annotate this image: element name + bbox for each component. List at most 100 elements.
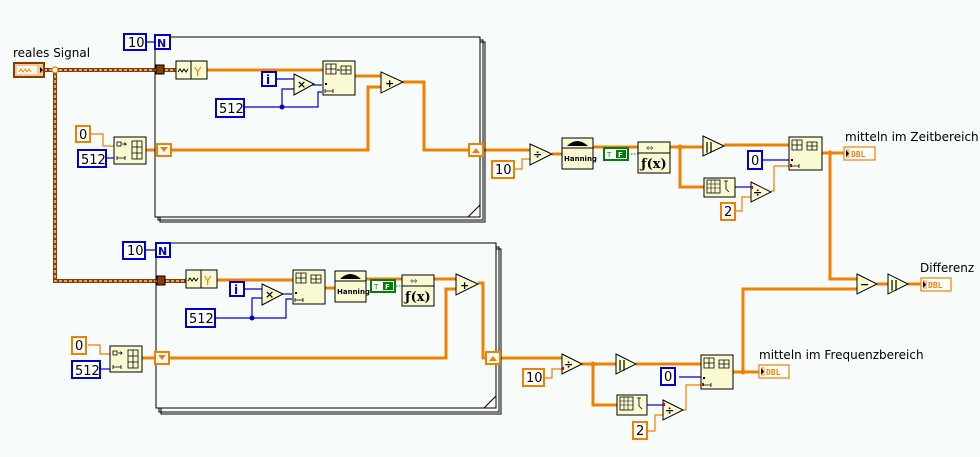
- loop1-multiply-node[interactable]: ×: [293, 73, 316, 96]
- waveform-icon: [187, 277, 199, 282]
- svg-text:512: 512: [81, 153, 106, 168]
- svg-text:F: F: [385, 283, 390, 291]
- svg-text:0: 0: [751, 154, 759, 169]
- out-time-indicator[interactable]: DBL: [843, 146, 876, 161]
- svg-text:DBL: DBL: [928, 281, 943, 290]
- loop1-auto-index-tunnel: [155, 64, 165, 75]
- loop2-initialize-array-node[interactable]: [109, 345, 143, 373]
- post1-false-constant[interactable]: F T: [603, 147, 629, 161]
- post2-array-size-node[interactable]: [616, 394, 648, 416]
- svg-text:10: 10: [526, 371, 543, 386]
- difference-abs-node[interactable]: ||: [887, 273, 910, 295]
- waveform-icon: [18, 68, 32, 73]
- svg-text:⇔: ⇔: [646, 144, 654, 154]
- post1-array-subset-node[interactable]: [788, 136, 823, 171]
- post1-fft-node[interactable]: ⇔ ƒ(x): [637, 141, 671, 174]
- post1-half-divide-node[interactable]: ÷: [750, 181, 773, 203]
- svg-text:ƒ(x): ƒ(x): [639, 157, 667, 172]
- svg-text:DBL: DBL: [766, 368, 781, 377]
- out-freq-indicator[interactable]: DBL: [758, 364, 790, 379]
- loop2-shift-register-right[interactable]: [485, 351, 501, 365]
- loop1-count-terminal: N: [154, 34, 171, 50]
- loop2-get-waveform-components[interactable]: Y: [185, 269, 218, 289]
- loop2-add-node[interactable]: +: [455, 273, 480, 296]
- svg-text:T: T: [373, 283, 379, 291]
- svg-text:+: +: [385, 77, 394, 90]
- post1-subset-index-constant[interactable]: 0: [747, 150, 763, 170]
- loop1-init-size-constant[interactable]: 512: [77, 149, 107, 168]
- difference-subtract-node[interactable]: −: [856, 273, 879, 295]
- svg-text:512: 512: [189, 312, 214, 327]
- post2-array-subset-node[interactable]: [700, 354, 734, 390]
- loop1-array-subset-node[interactable]: [322, 60, 356, 96]
- svg-text:i: i: [266, 73, 270, 87]
- loop1-init-value-constant[interactable]: 0: [75, 125, 91, 143]
- svg-text:N: N: [157, 37, 166, 50]
- post1-array-size-node[interactable]: [703, 177, 736, 198]
- post1-hanning-window-node[interactable]: Hanning: [561, 137, 597, 170]
- loop1-iteration-terminal: i: [261, 71, 277, 87]
- out-diff-label: Differenz: [920, 261, 974, 275]
- post2-subset-index-constant[interactable]: 0: [660, 367, 676, 386]
- post2-wires[interactable]: [500, 282, 921, 432]
- post2-half-divide-node[interactable]: ÷: [662, 399, 685, 421]
- loop1-get-waveform-components[interactable]: Y: [175, 60, 208, 80]
- svg-text:512: 512: [75, 364, 100, 379]
- post1-wires[interactable]: [484, 143, 857, 281]
- svg-text:Y: Y: [203, 274, 212, 288]
- svg-text:÷: ÷: [564, 358, 573, 371]
- input-signal-label: reales Signal: [13, 46, 90, 60]
- loop2-multiplier-constant[interactable]: 512: [185, 308, 216, 328]
- svg-text:DBL: DBL: [851, 150, 866, 159]
- loop1-add-node[interactable]: +: [380, 71, 405, 94]
- svg-text:i: i: [234, 283, 238, 297]
- loop2-count-constant[interactable]: 10: [122, 241, 146, 260]
- svg-text:N: N: [158, 245, 167, 258]
- loop2-shift-register-left[interactable]: [154, 351, 170, 365]
- svg-text:+: +: [460, 279, 469, 292]
- svg-text:2: 2: [636, 424, 644, 439]
- svg-text:0: 0: [664, 370, 672, 385]
- svg-text:2: 2: [724, 205, 732, 220]
- svg-text:×: ×: [265, 288, 274, 301]
- loop2-multiply-node[interactable]: ×: [261, 283, 285, 306]
- out-time-label: mitteln im Zeitbereich: [845, 130, 979, 144]
- post2-half-constant[interactable]: 2: [632, 421, 648, 440]
- post1-divisor-constant[interactable]: 10: [491, 160, 515, 179]
- svg-text:×: ×: [297, 78, 306, 91]
- loop1-inner-wires[interactable]: [155, 68, 468, 152]
- post1-half-constant[interactable]: 2: [720, 202, 736, 221]
- input-signal-terminal[interactable]: [13, 62, 45, 78]
- loop2-init-size-constant[interactable]: 512: [71, 360, 101, 379]
- loop1-shift-register-left[interactable]: [156, 143, 172, 157]
- svg-text:10: 10: [495, 163, 512, 178]
- post2-divisor-constant[interactable]: 10: [522, 368, 545, 387]
- svg-text:Hanning: Hanning: [337, 288, 370, 296]
- svg-text:÷: ÷: [753, 186, 762, 199]
- out-freq-label: mitteln im Frequenzbereich: [759, 348, 924, 362]
- post2-abs-node[interactable]: ||: [615, 353, 638, 375]
- waveform-icon: [177, 68, 189, 73]
- loop1-count-constant[interactable]: 10: [123, 33, 147, 51]
- loop2-false-constant[interactable]: F T: [370, 279, 396, 293]
- loop1-shift-register-right[interactable]: [468, 143, 484, 157]
- svg-text:T: T: [606, 151, 612, 159]
- svg-text:−: −: [860, 278, 869, 291]
- loop2-fft-node[interactable]: ⇔ ƒ(x): [401, 274, 435, 307]
- svg-text:÷: ÷: [533, 148, 542, 161]
- post1-abs-node[interactable]: ||: [702, 135, 726, 157]
- loop2-hanning-window-node[interactable]: Hanning: [334, 270, 370, 303]
- loop2-init-value-constant[interactable]: 0: [71, 336, 87, 355]
- loop2-array-subset-node[interactable]: [292, 269, 326, 305]
- svg-text:10: 10: [127, 244, 144, 259]
- loop1-multiplier-constant[interactable]: 512: [215, 98, 245, 118]
- svg-text:Hanning: Hanning: [564, 155, 597, 163]
- post2-divide-node[interactable]: ÷: [561, 353, 584, 375]
- post1-divide-node[interactable]: ÷: [529, 143, 554, 166]
- svg-text:10: 10: [128, 36, 145, 51]
- out-diff-indicator[interactable]: DBL: [920, 277, 952, 292]
- loop1-initialize-array-node[interactable]: [113, 136, 147, 165]
- loop2-auto-index-tunnel: [156, 275, 166, 286]
- for-loop-1[interactable]: [154, 36, 486, 223]
